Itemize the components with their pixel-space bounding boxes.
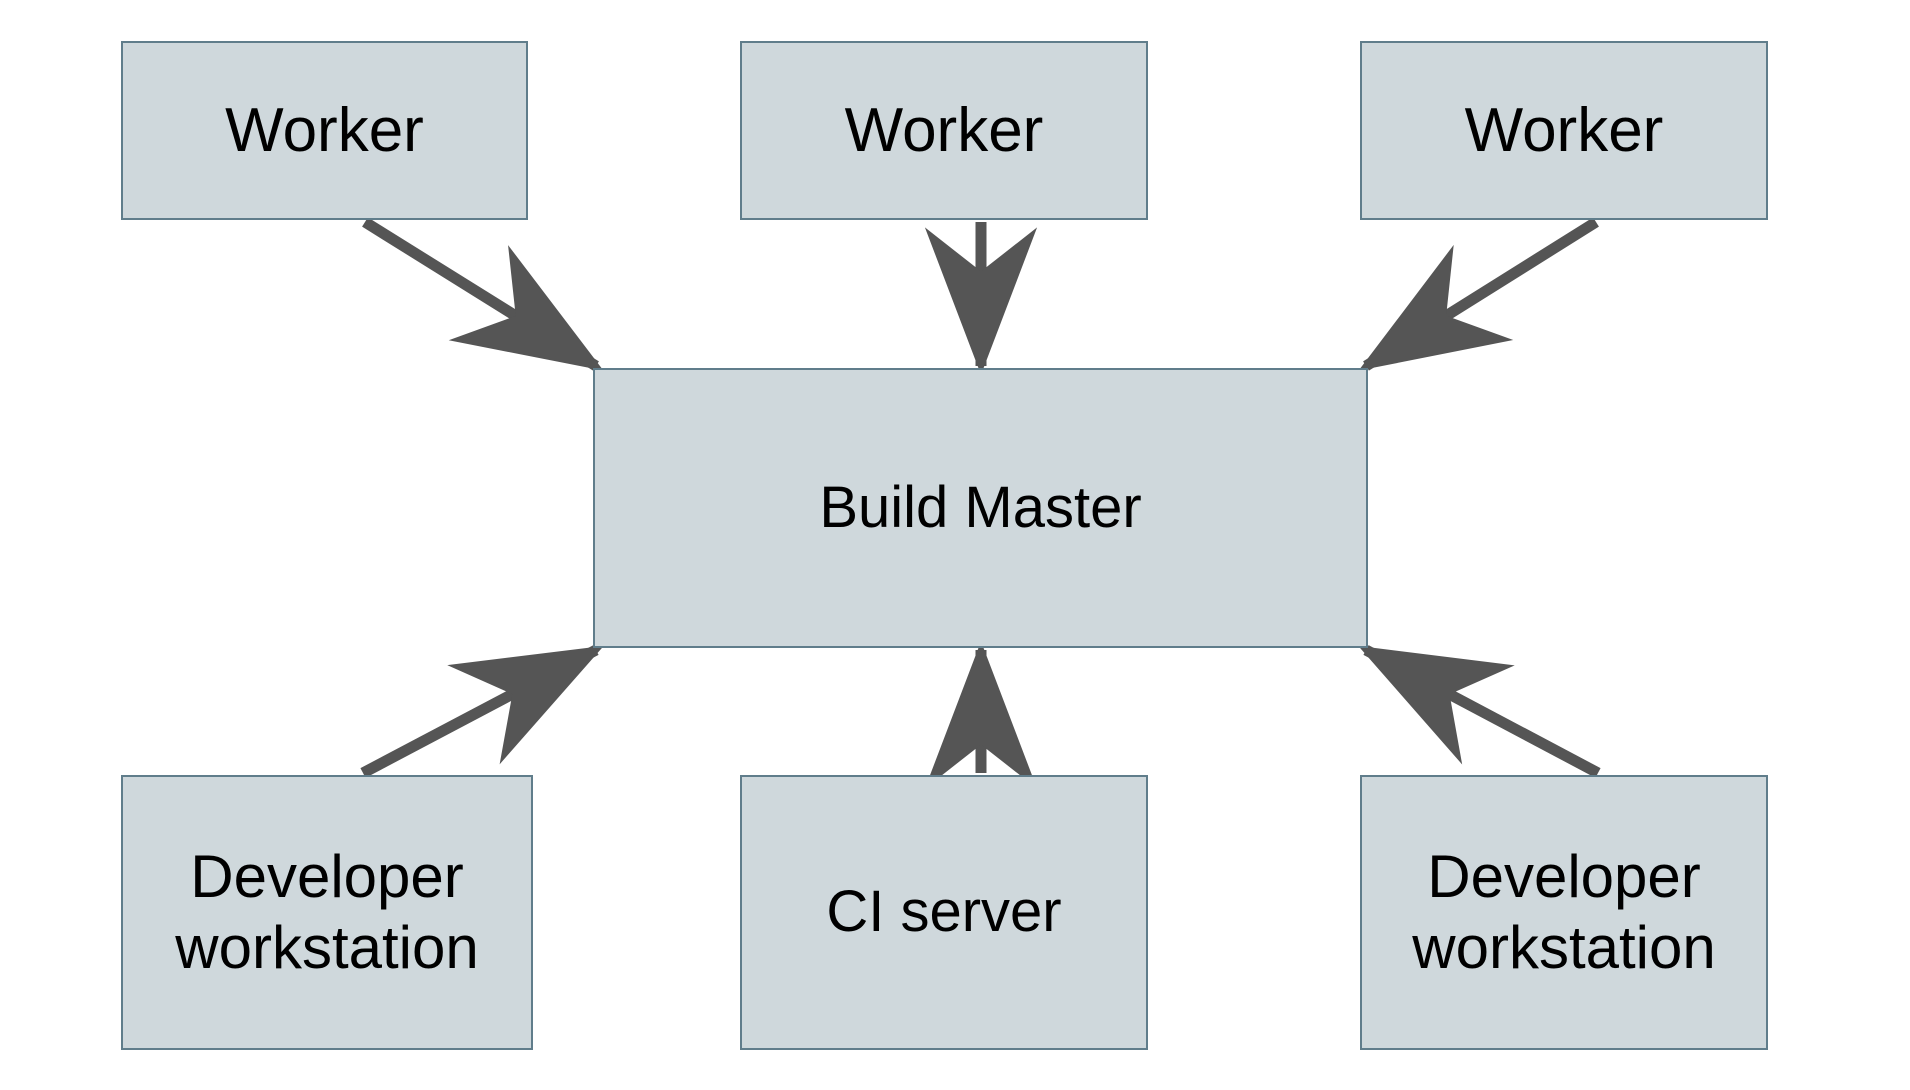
edge-dev-left xyxy=(360,645,604,778)
node-build-master-label: Build Master xyxy=(819,474,1142,540)
node-worker-2[interactable]: Worker xyxy=(740,41,1148,220)
node-developer-workstation-left[interactable]: Developer workstation xyxy=(121,775,533,1050)
node-worker-3-label: Worker xyxy=(1464,95,1664,165)
node-developer-workstation-right-label: Developer workstation xyxy=(1412,842,1716,981)
node-ci-server-label: CI server xyxy=(826,879,1062,945)
node-developer-workstation-left-label: Developer workstation xyxy=(175,842,479,981)
node-ci-server[interactable]: CI server xyxy=(740,775,1148,1050)
node-build-master[interactable]: Build Master xyxy=(593,368,1368,648)
node-worker-2-label: Worker xyxy=(844,95,1044,165)
node-worker-1[interactable]: Worker xyxy=(121,41,528,220)
node-developer-workstation-right[interactable]: Developer workstation xyxy=(1360,775,1768,1050)
node-worker-3[interactable]: Worker xyxy=(1360,41,1768,220)
edge-worker-3 xyxy=(1358,217,1599,371)
edge-worker-1 xyxy=(362,217,604,371)
edge-dev-right xyxy=(1358,645,1601,778)
node-worker-1-label: Worker xyxy=(225,95,424,165)
